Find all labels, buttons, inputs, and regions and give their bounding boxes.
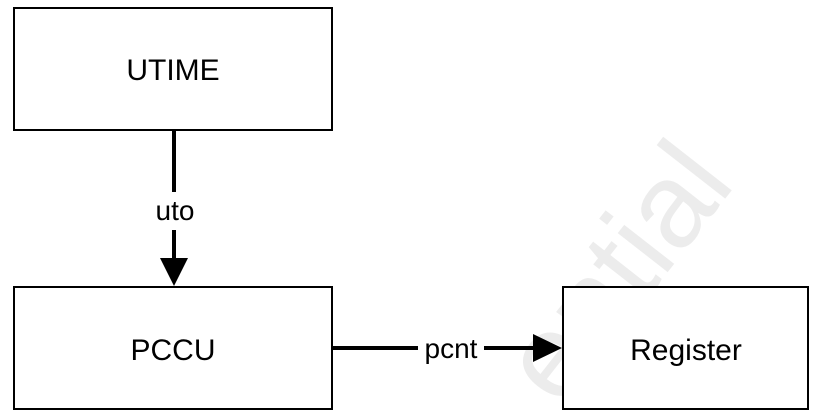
node-utime: UTIME xyxy=(13,7,333,131)
node-utime-box xyxy=(13,7,333,131)
edge-uto-arrow-icon xyxy=(160,258,188,286)
edge-pcnt-arrow-icon xyxy=(533,334,562,362)
node-pccu-box xyxy=(13,286,333,410)
node-register: Register xyxy=(562,286,809,410)
node-pccu: PCCU xyxy=(13,286,333,410)
node-utime-label: UTIME xyxy=(126,54,219,87)
edge-pcnt: pcnt xyxy=(332,333,562,364)
node-register-box xyxy=(562,286,809,410)
node-register-label: Register xyxy=(630,334,742,367)
edge-pcnt-label: pcnt xyxy=(425,333,478,364)
node-pccu-label: PCCU xyxy=(130,334,215,367)
edge-uto-label: uto xyxy=(156,195,195,226)
edge-uto: uto xyxy=(156,130,195,286)
